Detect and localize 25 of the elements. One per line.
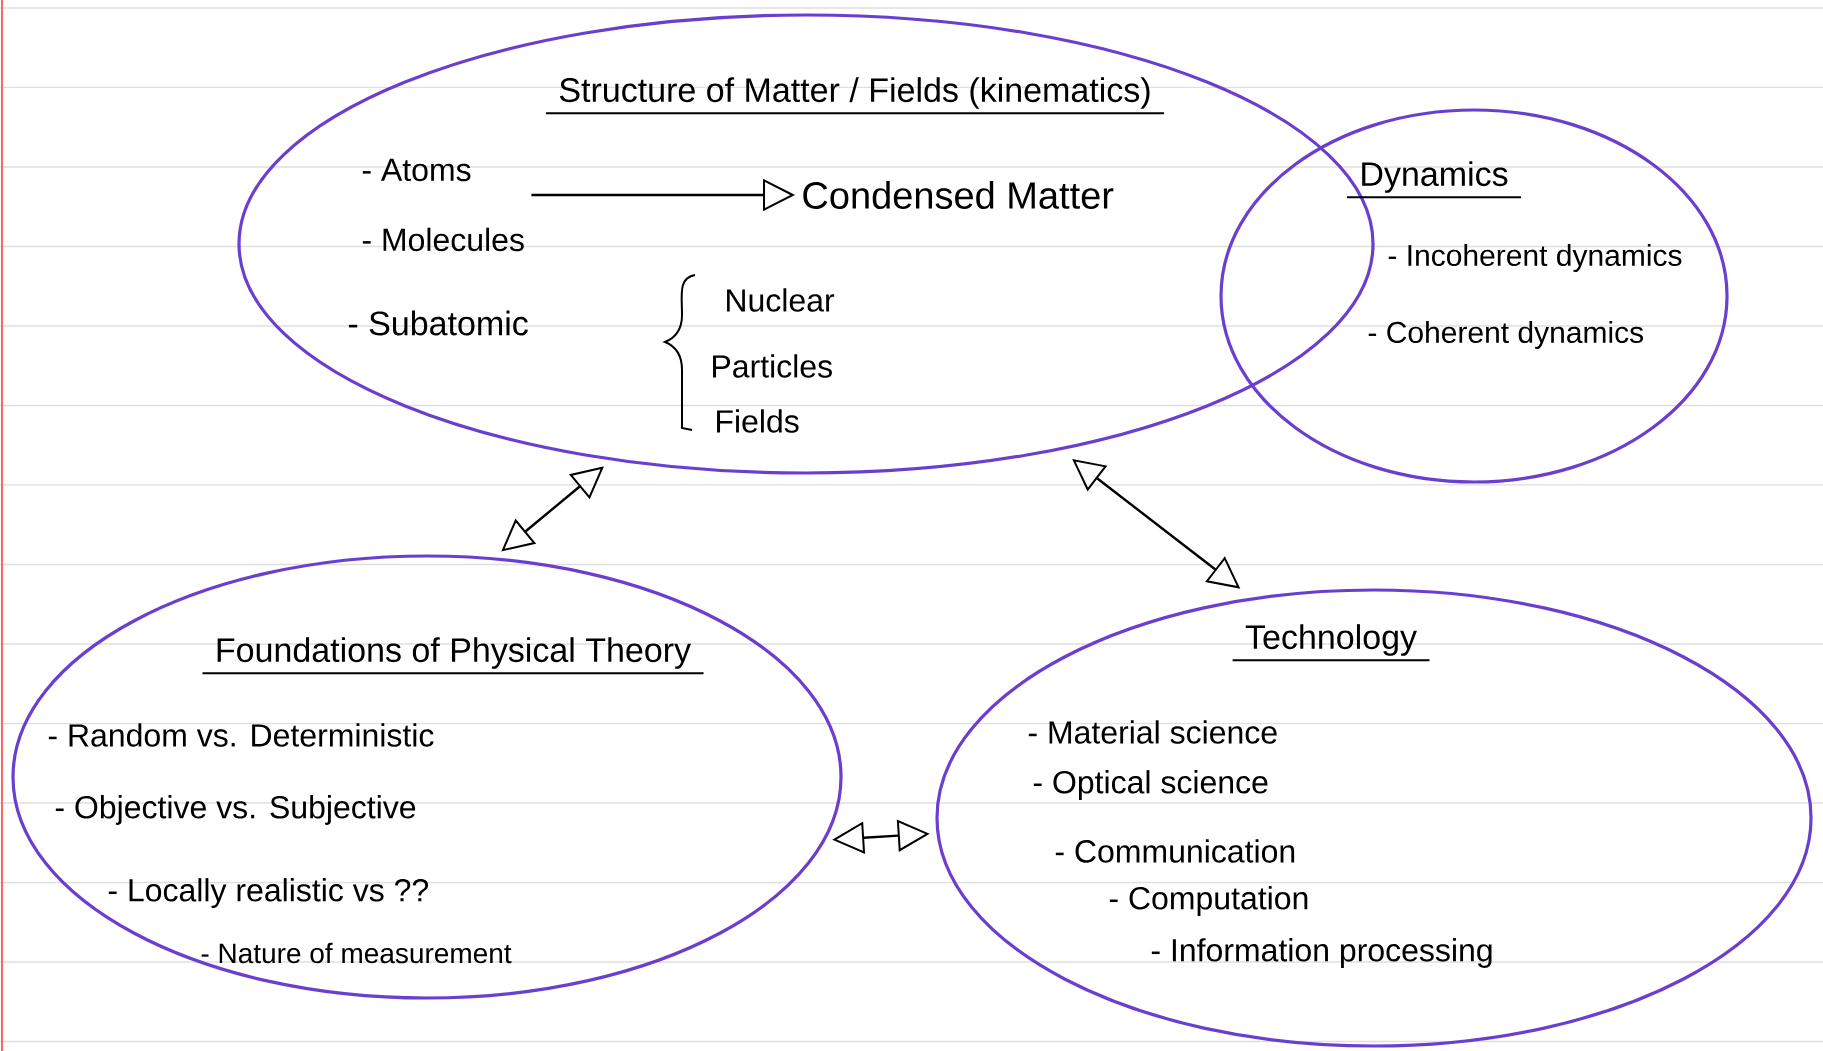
list-item: Fields [717, 409, 799, 433]
heading: Structure of Matter / Fields (kinematics) [545, 77, 1165, 115]
list-item: Nuclear [727, 288, 835, 312]
heading: Dynamics [1346, 161, 1522, 199]
topic-ellipse [1219, 108, 1729, 484]
list-item: - Objective vs. Subjective [55, 795, 416, 825]
list-item: - Information processing [1151, 938, 1492, 968]
list-item: - Computation [1109, 886, 1308, 916]
heading: Foundations of Physical Theory [201, 637, 705, 675]
topic-ellipse [11, 554, 843, 1000]
list-item: - Subatomic [348, 310, 528, 336]
double-arrow [501, 466, 604, 552]
list-item: - Incoherent dynamics [1388, 244, 1682, 272]
list-item: Particles [713, 354, 832, 378]
list-item: - Locally realistic vs ?? [108, 878, 429, 908]
text-label: Condensed Matter [803, 181, 1114, 209]
topic-ellipse [935, 588, 1813, 1048]
list-item: - Coherent dynamics [1368, 321, 1644, 349]
item-list: - Atoms - Molecules [362, 158, 524, 252]
list-item: - Material science [1028, 720, 1277, 744]
list-item: - Random vs. Deterministic [48, 723, 434, 747]
list-item: - Optical science [1033, 770, 1268, 800]
list-item: - Communication [1055, 839, 1295, 863]
list-item: - Nature of measurement [201, 942, 512, 964]
heading: Technology [1231, 624, 1431, 662]
